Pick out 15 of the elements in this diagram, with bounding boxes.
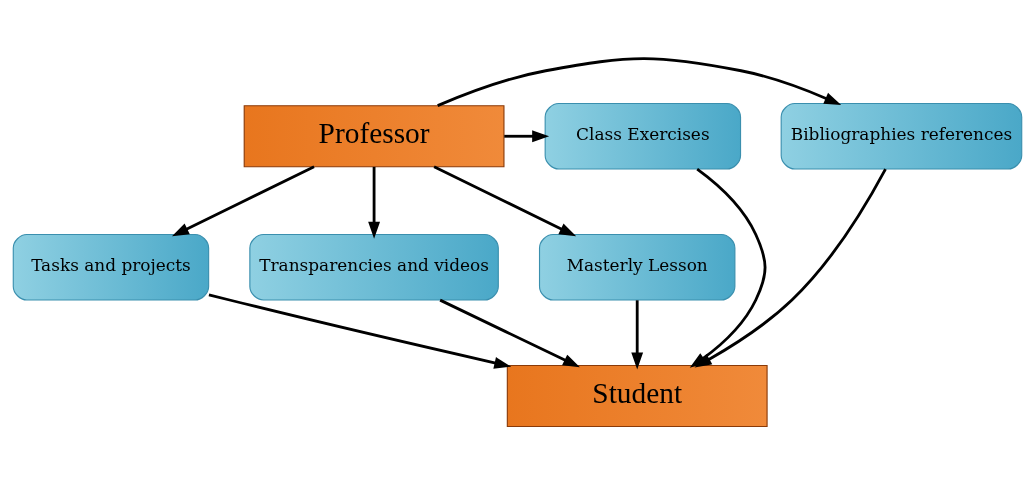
node-box: Transparencies and videos [249,233,499,301]
arrow [208,292,512,369]
arrow [504,129,550,142]
arrow [171,165,315,236]
arrow [437,56,842,107]
arrow [439,298,580,367]
node-box: Tasks and projects [12,233,210,301]
node-box: Masterly Lesson [538,233,736,301]
node-box: Class Exercises [544,102,742,170]
arrow [368,166,380,239]
node-box: Bibliographies references [780,102,1023,170]
node-box: Professor [243,104,505,167]
node-box: Student [506,364,768,427]
arrow [631,299,644,369]
arrow [433,165,577,236]
